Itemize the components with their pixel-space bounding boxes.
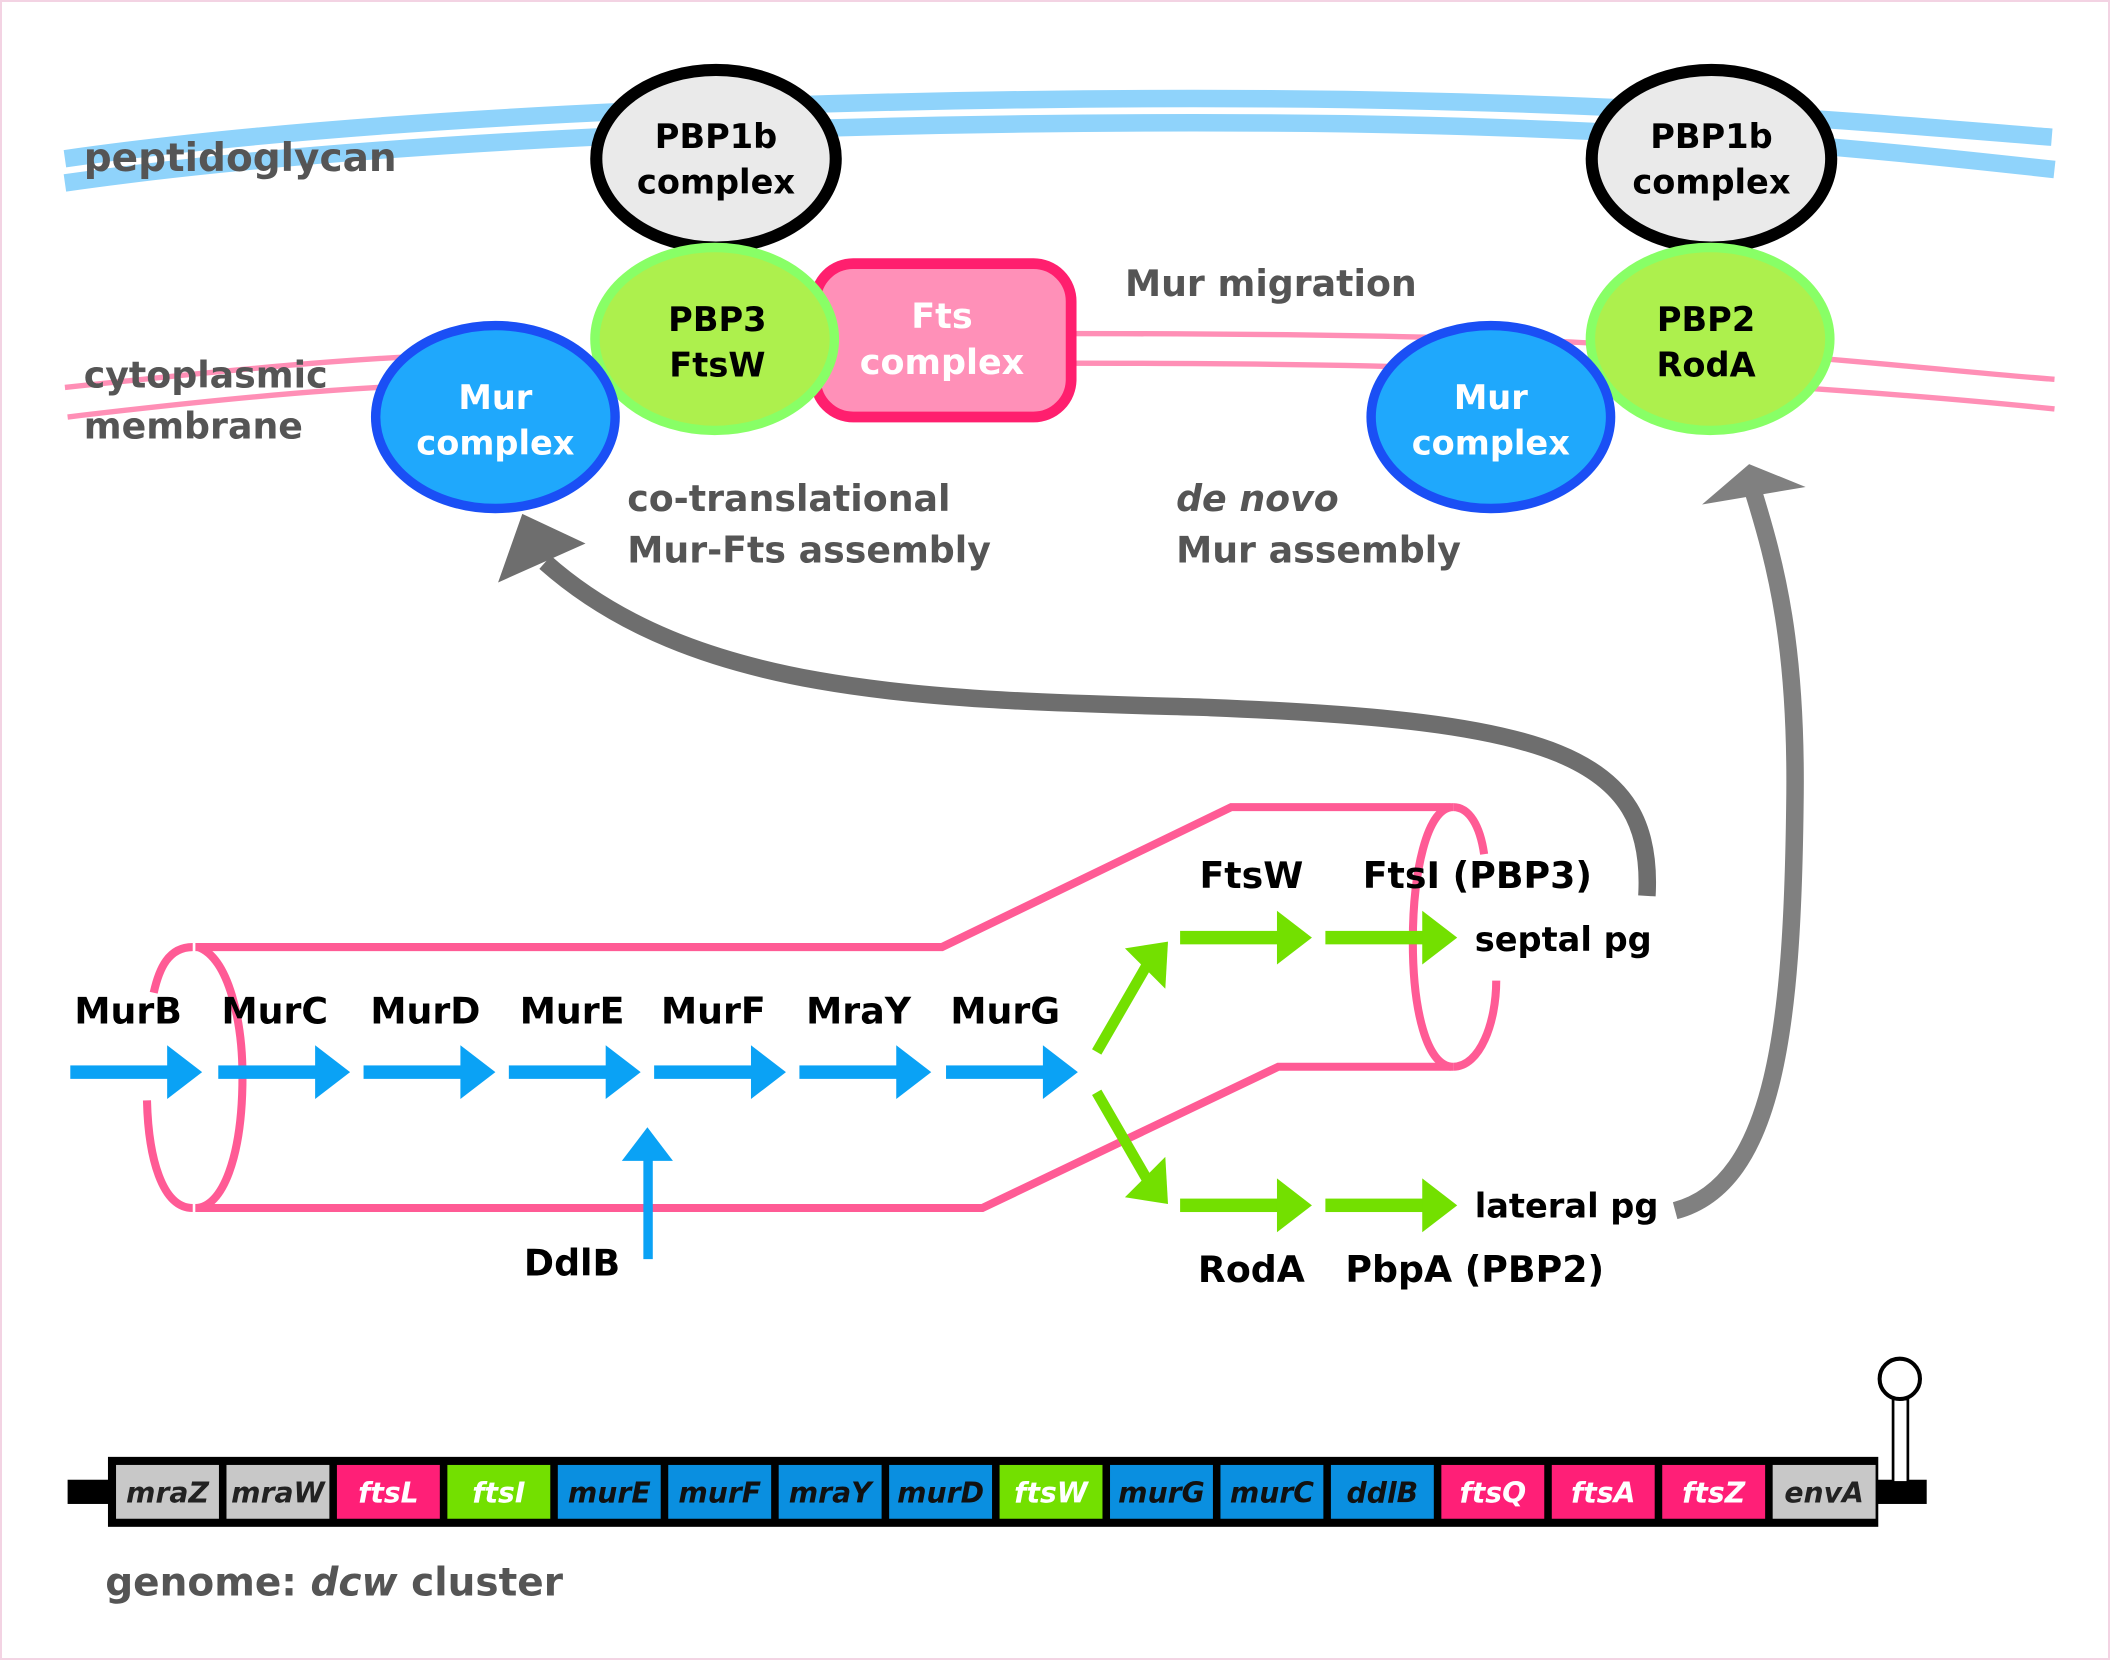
- fts-complex: Fts complex: [810, 258, 1077, 423]
- gene-label: ftsW: [1014, 1477, 1090, 1510]
- step-murc: MurC: [221, 990, 328, 1033]
- membrane-label-line2: membrane: [84, 405, 303, 448]
- pathway-arrow-4: [508, 1045, 641, 1100]
- gene-murE: murE: [557, 1464, 661, 1519]
- svg-text:PBP3: PBP3: [668, 300, 766, 339]
- gene-mraZ: mraZ: [116, 1464, 219, 1519]
- gene-label: murD: [897, 1477, 984, 1510]
- pathway-arrow-7: [946, 1045, 1078, 1100]
- gene-label: murF: [678, 1477, 761, 1510]
- membrane-label-line1: cytoplasmic: [84, 353, 328, 396]
- gene-label: ftsI: [472, 1477, 525, 1510]
- pbp3-ftsw-complex: PBP3 FtsW: [590, 242, 840, 436]
- migration-arrow-septal: [498, 513, 1657, 897]
- right-pbp1b-complex: PBP1b complex: [1585, 63, 1838, 254]
- svg-text:PBP2: PBP2: [1657, 300, 1755, 339]
- septal-pg-label: septal pg: [1475, 920, 1652, 959]
- gene-label: murC: [1230, 1477, 1314, 1510]
- svg-text:complex: complex: [1632, 163, 1790, 202]
- svg-text:FtsW: FtsW: [669, 346, 765, 385]
- septal-arrow-1: [1180, 910, 1312, 965]
- genome-label: genome: dcw cluster: [105, 1560, 563, 1605]
- svg-text:complex: complex: [637, 163, 795, 202]
- peptidoglycan-layer: [63, 89, 2056, 192]
- gene-label: ftsQ: [1460, 1477, 1527, 1510]
- pathway-step-labels: MurB MurC MurD MurE MurF MraY MurG: [74, 990, 1060, 1033]
- gene-label: ftsL: [358, 1477, 419, 1510]
- gene-murG: murG: [1110, 1464, 1213, 1519]
- ddlb-label: DdlB: [524, 1241, 620, 1284]
- gene-label: mraY: [789, 1477, 874, 1510]
- mur-assembly-label: Mur assembly: [1176, 528, 1461, 571]
- gene-ftsW: ftsW: [999, 1464, 1103, 1519]
- terminator-icon: [1877, 1356, 1922, 1484]
- gene-ftsQ: ftsQ: [1441, 1464, 1545, 1519]
- step-mray: MraY: [806, 990, 912, 1033]
- branch-arrows: [1092, 941, 1168, 1204]
- gene-murD: murD: [889, 1464, 993, 1519]
- step-murd: MurD: [370, 990, 480, 1033]
- left-pbp1b-complex: PBP1b complex: [590, 63, 842, 254]
- gene-label: ftsZ: [1682, 1477, 1746, 1510]
- gene-ftsI: ftsI: [447, 1464, 551, 1519]
- gene-murF: murF: [668, 1464, 772, 1519]
- gene-label: murE: [568, 1477, 651, 1510]
- lateral-enzyme1-label: RodA: [1198, 1248, 1305, 1291]
- step-murf: MurF: [661, 990, 766, 1033]
- svg-text:complex: complex: [416, 424, 574, 463]
- step-mure: MurE: [520, 990, 625, 1033]
- gene-mraY: mraY: [778, 1464, 882, 1519]
- septal-enzyme2-label: FtsI (PBP3): [1363, 854, 1592, 897]
- pbp-pathway-arrows: [1180, 910, 1458, 1233]
- lateral-arrow-1: [1180, 1178, 1312, 1233]
- pathway-arrow-2: [218, 1045, 351, 1100]
- cotranslational-label-line1: co-translational: [627, 477, 950, 520]
- step-murg: MurG: [950, 990, 1060, 1033]
- svg-text:Mur: Mur: [1454, 378, 1528, 417]
- lateral-enzyme2-label: PbpA (PBP2): [1345, 1248, 1604, 1291]
- denovo-label: de novo: [1176, 477, 1339, 520]
- svg-text:complex: complex: [1412, 424, 1570, 463]
- right-mur-complex: Mur complex: [1366, 320, 1616, 514]
- gene-label: envA: [1784, 1477, 1864, 1510]
- gene-label: ftsA: [1571, 1477, 1635, 1510]
- gene-ftsA: ftsA: [1551, 1464, 1655, 1519]
- gene-label: ddlB: [1347, 1477, 1419, 1510]
- pathway-arrow-1: [70, 1045, 203, 1100]
- step-murb: MurB: [74, 990, 182, 1033]
- dcw-gene-cluster: mraZ mraW ftsL ftsI murE murF mraY murD ftsW murG…: [67, 1356, 1927, 1527]
- gene-ddlB: ddlB: [1330, 1464, 1434, 1519]
- gene-mraW: mraW: [226, 1464, 330, 1519]
- svg-text:Fts: Fts: [911, 297, 972, 337]
- pbp2-roda-complex: PBP2 RodA: [1585, 242, 1835, 436]
- gene-ftsL: ftsL: [336, 1464, 440, 1519]
- mur-migration-label: Mur migration: [1125, 262, 1417, 305]
- cotranslational-label-line2: Mur-Fts assembly: [627, 528, 991, 571]
- lateral-pg-label: lateral pg: [1475, 1186, 1659, 1225]
- svg-text:PBP1b: PBP1b: [655, 117, 777, 156]
- gene-label: mraW: [231, 1477, 326, 1510]
- migration-arrow-lateral: [1672, 464, 1806, 1220]
- svg-text:Mur: Mur: [458, 378, 532, 417]
- pathway-arrow-3: [363, 1045, 496, 1100]
- gene-ftsZ: ftsZ: [1662, 1464, 1766, 1519]
- svg-text:PBP1b: PBP1b: [1650, 117, 1772, 156]
- svg-text:complex: complex: [860, 343, 1025, 383]
- mur-pathway-arrows: [70, 1045, 1078, 1100]
- left-mur-complex: Mur complex: [370, 320, 620, 514]
- gene-murC: murC: [1220, 1464, 1324, 1519]
- peptidoglycan-label: peptidoglycan: [84, 136, 397, 181]
- gene-label: murG: [1118, 1477, 1205, 1510]
- gene-envA: envA: [1772, 1464, 1876, 1519]
- gene-label: mraZ: [126, 1477, 209, 1510]
- pathway-arrow-6: [799, 1045, 932, 1100]
- septal-arrow-2: [1325, 910, 1458, 965]
- septal-enzyme1-label: FtsW: [1199, 854, 1303, 897]
- svg-text:RodA: RodA: [1657, 346, 1756, 385]
- ddlb-arrow: [621, 1127, 673, 1260]
- lateral-arrow-2: [1325, 1178, 1458, 1233]
- pathway-arrow-5: [654, 1045, 786, 1100]
